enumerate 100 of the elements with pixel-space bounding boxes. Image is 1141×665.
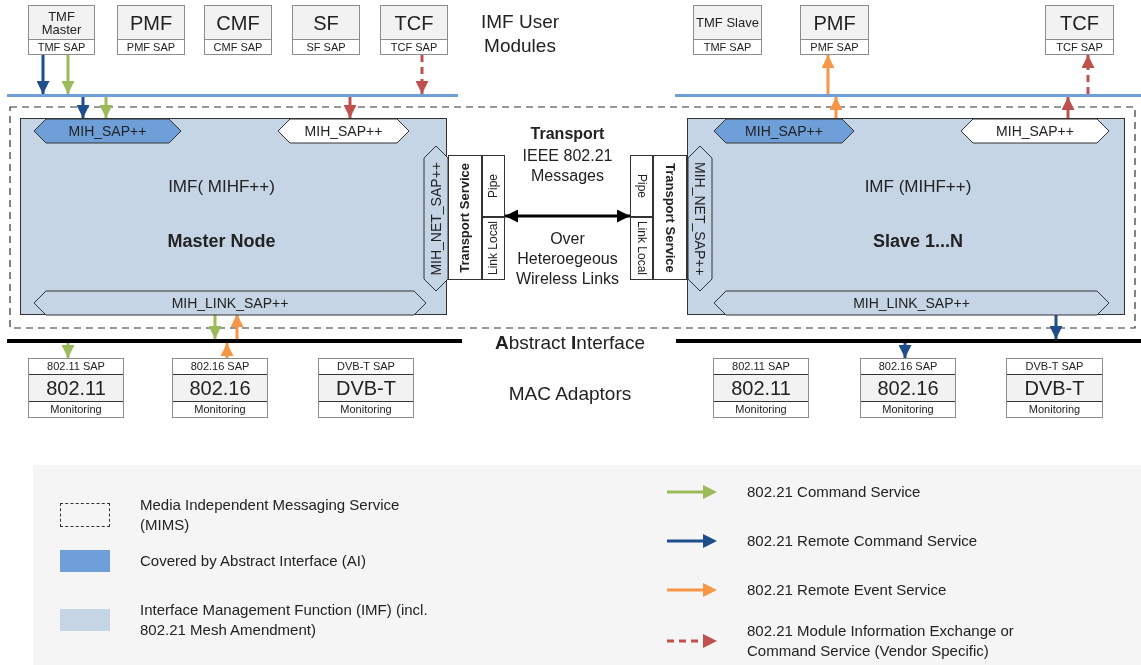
module-name: TMF Master: [40, 9, 83, 36]
interface-tab: [714, 119, 854, 143]
service-cell: [630, 155, 653, 217]
sap-label: 802.11 SAP: [47, 361, 105, 372]
monitoring-label: Monitoring: [735, 404, 787, 415]
monitoring-label: Monitoring: [1028, 404, 1081, 415]
interface-label: MIH_NET_SAP++: [692, 161, 708, 276]
sap-label: PMF SAP: [126, 41, 176, 53]
service-cell: [653, 155, 687, 280]
monitoring-label: Monitoring: [50, 404, 102, 415]
interface-tab: [688, 146, 712, 291]
interface-tab: [34, 291, 426, 315]
adaptor-name: DVB-T: [336, 378, 396, 398]
node-role: Slave 1...N: [871, 231, 965, 252]
adaptor-name: 802.16: [189, 378, 251, 398]
adaptor-name: 802.11: [46, 378, 106, 398]
legend-text: 802.21 Command Service: [747, 482, 922, 502]
sap-label: TCF SAP: [1056, 41, 1103, 53]
interface-tab: [278, 119, 409, 143]
module-box: [693, 5, 762, 55]
module-box: [800, 5, 869, 55]
monitoring-label: Monitoring: [882, 404, 934, 415]
annotation-text: IMF User Modules: [479, 10, 561, 58]
bus-line: [7, 94, 458, 97]
interface-label: MIH_SAP++: [996, 123, 1074, 139]
interface-label: MIH_LINK_SAP++: [853, 295, 970, 311]
function-panel: [687, 118, 1125, 315]
interface-tab: [424, 146, 448, 291]
sap-label: 802.16 SAP: [878, 361, 938, 372]
module-box: [204, 5, 272, 55]
adaptor-box: [28, 358, 124, 418]
annotation-text: Abstract Interface: [494, 331, 646, 355]
module-box: [28, 5, 95, 55]
module-name: TMF Slave: [696, 16, 759, 29]
interface-label: MIH_SAP++: [745, 123, 823, 139]
arrow: [829, 97, 843, 118]
service-label: Link Local: [487, 221, 500, 276]
adaptor-name: 802.11: [731, 378, 791, 398]
arrow: [505, 209, 630, 223]
adaptor-name: 802.16: [877, 378, 939, 398]
legend-text: Media Independent Messaging Service (MIMS): [140, 495, 401, 534]
arrow: [61, 55, 75, 94]
sap-label: TMF SAP: [703, 41, 752, 53]
function-panel: [20, 118, 447, 315]
adaptor-box: [1006, 358, 1103, 418]
annotation-text: Over Heteroegeous Wireless Links: [514, 229, 621, 289]
arrow: [898, 343, 912, 358]
service-cell: [482, 155, 505, 217]
node-role: Master Node: [166, 231, 277, 252]
legend-text: Covered by Abstract Interface (AI): [140, 551, 367, 571]
module-name: CMF: [216, 12, 260, 33]
adaptor-box: [318, 358, 414, 418]
arrow: [343, 97, 357, 118]
interface-tab: [34, 119, 181, 143]
module-box: [117, 5, 185, 55]
panel-title: IMF( MIHF++): [167, 177, 276, 197]
sap-label: 802.11 SAP: [732, 361, 790, 372]
service-label: Link Local: [635, 221, 648, 276]
arrow: [230, 314, 244, 339]
service-label: Pipe: [635, 174, 648, 198]
arrow: [415, 55, 429, 94]
adaptor-box: [713, 358, 809, 418]
arrow: [1049, 314, 1063, 339]
module-name: TCF: [394, 12, 434, 33]
arrow: [1081, 55, 1095, 94]
interface-label: MIH_SAP++: [304, 123, 383, 139]
module-name: SF: [313, 12, 339, 33]
monitoring-label: Monitoring: [194, 404, 246, 415]
legend-text: 802.21 Remote Event Service: [747, 580, 948, 600]
interface-label: MIH_NET_SAP++: [428, 161, 444, 276]
sap-label: CMF SAP: [213, 41, 263, 53]
module-box: [1045, 5, 1114, 55]
module-box: [292, 5, 360, 55]
sap-label: 802.16 SAP: [190, 361, 250, 372]
panel-title: IMF (MIHF++): [863, 177, 973, 197]
arrow: [76, 97, 90, 118]
service-cell: [630, 217, 653, 280]
sap-label: DVB-T SAP: [1025, 361, 1084, 372]
interface-tab: [961, 119, 1109, 143]
sap-label: DVB-T SAP: [337, 361, 395, 372]
arrow: [61, 343, 75, 358]
service-cell: [448, 155, 482, 280]
adaptor-name: DVB-T: [1024, 378, 1085, 398]
service-cell: [482, 217, 505, 280]
module-name: PMF: [129, 12, 173, 33]
arrow: [220, 343, 234, 358]
legend-text: Interface Management Function (IMF) (incl. 802.21 Mesh Amendment): [140, 600, 429, 639]
sap-label: PMF SAP: [810, 41, 859, 53]
adaptor-box: [860, 358, 956, 418]
sap-label: SF SAP: [306, 41, 346, 53]
annotation-text: IEEE 802.21 Messages: [521, 146, 614, 186]
interface-tab: [714, 291, 1109, 315]
module-box: [380, 5, 448, 55]
interface-label: MIH_SAP++: [68, 123, 147, 139]
arrow: [1061, 97, 1075, 118]
legend-text: 802.21 Remote Command Service: [747, 531, 979, 551]
bus-line: [675, 94, 1141, 97]
module-name: TCF: [1060, 12, 1099, 33]
service-label: Pipe: [487, 174, 500, 198]
arrow: [821, 55, 835, 94]
